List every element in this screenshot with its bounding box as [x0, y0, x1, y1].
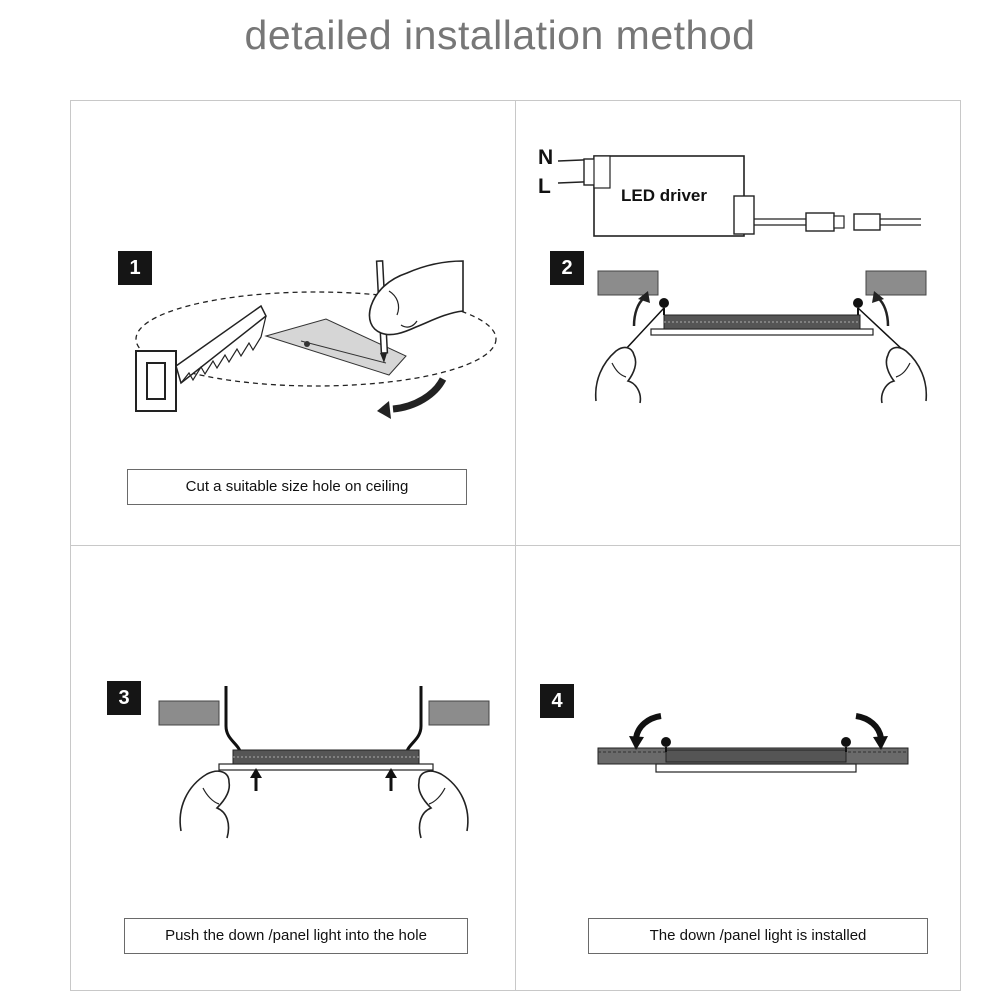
- step-4-panel: 4 The down /panel light is installed: [515, 545, 961, 991]
- installed-light-illustration: [597, 713, 909, 773]
- wiring-illustration: N L LED driver: [538, 146, 928, 404]
- ceiling-block-left: [158, 700, 220, 726]
- push-arrow-right-icon: [385, 768, 397, 791]
- template-plate-icon: [264, 318, 407, 376]
- hand-left-icon: [179, 770, 231, 839]
- step-3-panel: 3 Push the down /pan: [70, 545, 516, 991]
- live-label: L: [538, 175, 551, 198]
- ceiling-block-left: [597, 270, 659, 296]
- saw-icon: [135, 304, 267, 412]
- push-arrow-left-icon: [250, 768, 262, 791]
- led-driver-label: LED driver: [621, 186, 707, 205]
- hand-pencil-icon: [368, 260, 464, 363]
- page-title: detailed installation method: [244, 12, 756, 58]
- ceiling-block-right: [865, 270, 927, 296]
- curved-arrow-left-icon: [629, 713, 662, 750]
- step-1-caption: Cut a suitable size hole on ceiling: [127, 469, 467, 505]
- curved-arrow-right-icon: [855, 713, 888, 750]
- hand-left-icon: [594, 346, 642, 404]
- panel-light-icon: [623, 298, 905, 352]
- step-2-panel: N L LED driver: [515, 100, 961, 546]
- push-light-illustration: [158, 686, 490, 839]
- step-3-number: 3: [107, 681, 141, 715]
- hand-right-icon: [880, 346, 928, 404]
- step-1-panel: 1 Cut a suitable size ho: [70, 100, 516, 546]
- step-3-caption: Push the down /panel light into the hole: [124, 918, 468, 954]
- neutral-label: N: [538, 146, 553, 169]
- step-4-number: 4: [540, 684, 574, 718]
- connector-icon: [754, 212, 921, 232]
- panel-light-icon: [218, 749, 434, 771]
- step-4-caption: The down /panel light is installed: [588, 918, 928, 954]
- ceiling-block-right: [428, 700, 490, 726]
- panel-light-icon: [655, 737, 857, 773]
- led-driver-box: LED driver: [583, 155, 755, 237]
- curved-arrow-icon: [377, 377, 447, 419]
- step-2-number: 2: [550, 251, 584, 285]
- hand-right-icon: [417, 770, 469, 839]
- step-1-number: 1: [118, 251, 152, 285]
- cut-hole-illustration: [135, 260, 497, 419]
